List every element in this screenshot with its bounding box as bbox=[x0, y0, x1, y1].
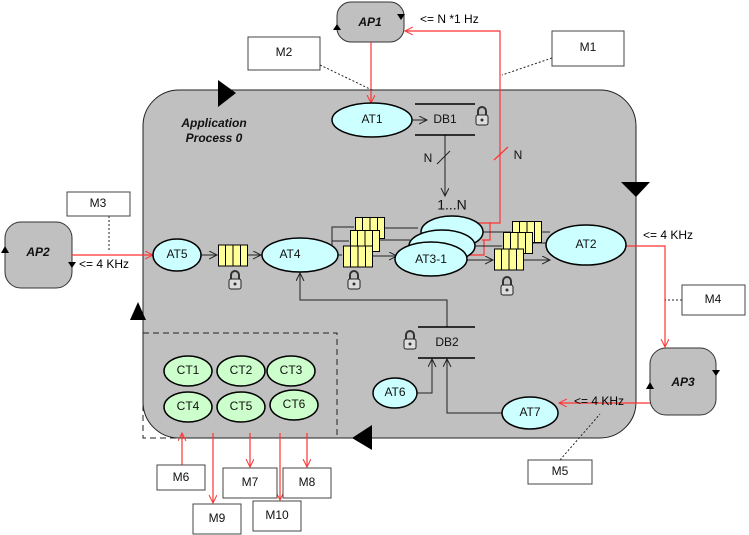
m10-label: M10 bbox=[265, 508, 289, 522]
m8-label: M8 bbox=[299, 475, 316, 489]
ct6-label: CT6 bbox=[283, 397, 306, 411]
agent-at2[interactable]: AT2 bbox=[545, 224, 627, 266]
child-ct4[interactable]: CT4 bbox=[163, 391, 213, 423]
at1-label: AT1 bbox=[361, 112, 382, 126]
agent-at5[interactable]: AT5 bbox=[152, 238, 202, 272]
m7-label: M7 bbox=[242, 475, 259, 489]
db1-multiplicity: N bbox=[424, 151, 433, 165]
container-title-line1: Application bbox=[180, 116, 246, 130]
queue-icon bbox=[343, 245, 373, 268]
child-ct5[interactable]: CT5 bbox=[216, 391, 266, 423]
ct1-label: CT1 bbox=[177, 363, 200, 377]
ap3-rate: <= 4 KHz bbox=[574, 394, 624, 408]
ct2-label: CT2 bbox=[230, 363, 253, 377]
agent-at1[interactable]: AT1 bbox=[331, 102, 413, 138]
multiplicity-slash bbox=[436, 150, 451, 165]
triangle-left-icon bbox=[352, 425, 372, 450]
process-ap3[interactable]: AP3 bbox=[646, 347, 720, 416]
m3-label: M3 bbox=[90, 196, 107, 210]
agent-at7[interactable]: AT7 bbox=[501, 396, 559, 430]
agent-at4[interactable]: AT4 bbox=[261, 237, 339, 273]
message-m4[interactable]: M4 bbox=[681, 284, 746, 316]
agent-at6[interactable]: AT6 bbox=[372, 377, 418, 409]
triangle-right-icon bbox=[218, 80, 236, 107]
ap1-rate: <= N *1 Hz bbox=[420, 12, 479, 26]
child-ct6[interactable]: CT6 bbox=[269, 389, 319, 421]
message-m3[interactable]: M3 bbox=[66, 191, 131, 217]
message-m9[interactable]: M9 bbox=[192, 503, 242, 535]
m6-label: M6 bbox=[173, 470, 190, 484]
ap2-rate: <= 4 KHz bbox=[79, 257, 129, 271]
db2-to-at4-line bbox=[300, 273, 448, 327]
child-ct2[interactable]: CT2 bbox=[216, 355, 266, 387]
red-multiplicity: N bbox=[514, 148, 523, 162]
process-ap2[interactable]: AP2 bbox=[1, 221, 76, 289]
triangle-down-icon bbox=[621, 182, 650, 197]
process-ap1[interactable]: AP1 bbox=[333, 1, 405, 43]
at2-label: AT2 bbox=[575, 237, 596, 251]
at6-to-db2-line bbox=[417, 359, 432, 394]
at4-label: AT4 bbox=[279, 247, 300, 261]
at7-label: AT7 bbox=[519, 405, 540, 419]
ap1-label: AP1 bbox=[357, 15, 382, 29]
at2-rate: <= 4 KHz bbox=[643, 228, 693, 242]
message-m1[interactable]: M1 bbox=[551, 30, 625, 67]
child-threads-group bbox=[142, 332, 338, 439]
ct3-label: CT3 bbox=[280, 363, 303, 377]
m5-label: M5 bbox=[552, 464, 569, 478]
message-m5[interactable]: M5 bbox=[527, 459, 593, 485]
message-m7[interactable]: M7 bbox=[222, 467, 278, 499]
m2-connector bbox=[319, 64, 373, 91]
queues-to-at2-lines bbox=[524, 231, 550, 260]
at5-label: AT5 bbox=[166, 247, 187, 261]
db1-label: DB1 bbox=[433, 112, 457, 126]
container-title-line2: Process 0 bbox=[186, 131, 243, 145]
m9-label: M9 bbox=[209, 511, 226, 525]
at6-label: AT6 bbox=[384, 385, 405, 399]
database-db1[interactable]: DB1 bbox=[415, 103, 475, 136]
message-m2[interactable]: M2 bbox=[247, 36, 321, 71]
m1-connector bbox=[501, 57, 553, 76]
child-ct3[interactable]: CT3 bbox=[266, 355, 316, 387]
triangle-up-icon bbox=[130, 302, 146, 320]
message-m6[interactable]: M6 bbox=[156, 464, 206, 491]
at3-range: 1...N bbox=[437, 197, 467, 213]
message-m8[interactable]: M8 bbox=[282, 467, 332, 499]
at7-to-db2-line bbox=[447, 359, 502, 414]
queues-to-at3-lines bbox=[373, 227, 418, 256]
database-db2[interactable]: DB2 bbox=[418, 326, 475, 359]
queue-icon bbox=[218, 244, 248, 267]
db2-label: DB2 bbox=[435, 335, 459, 349]
at3-to-ap1-line bbox=[405, 31, 501, 224]
at3-label: AT3-1 bbox=[415, 252, 447, 266]
message-m10[interactable]: M10 bbox=[252, 500, 302, 532]
at2-to-ap3-line bbox=[625, 245, 665, 347]
red-multiplicity-slash bbox=[493, 146, 509, 161]
ap3-label: AP3 bbox=[670, 375, 695, 389]
m4-label: M4 bbox=[705, 292, 722, 306]
queue-icon bbox=[494, 248, 524, 271]
at3-stack-red-link bbox=[482, 222, 491, 241]
m1-label: M1 bbox=[580, 40, 597, 54]
child-ct1[interactable]: CT1 bbox=[163, 355, 213, 387]
m2-label: M2 bbox=[276, 45, 293, 59]
agent-at3-stack[interactable]: AT3-1 bbox=[394, 215, 484, 277]
ct4-label: CT4 bbox=[177, 399, 200, 413]
ct5-label: CT5 bbox=[230, 399, 253, 413]
ap2-label: AP2 bbox=[25, 245, 50, 259]
